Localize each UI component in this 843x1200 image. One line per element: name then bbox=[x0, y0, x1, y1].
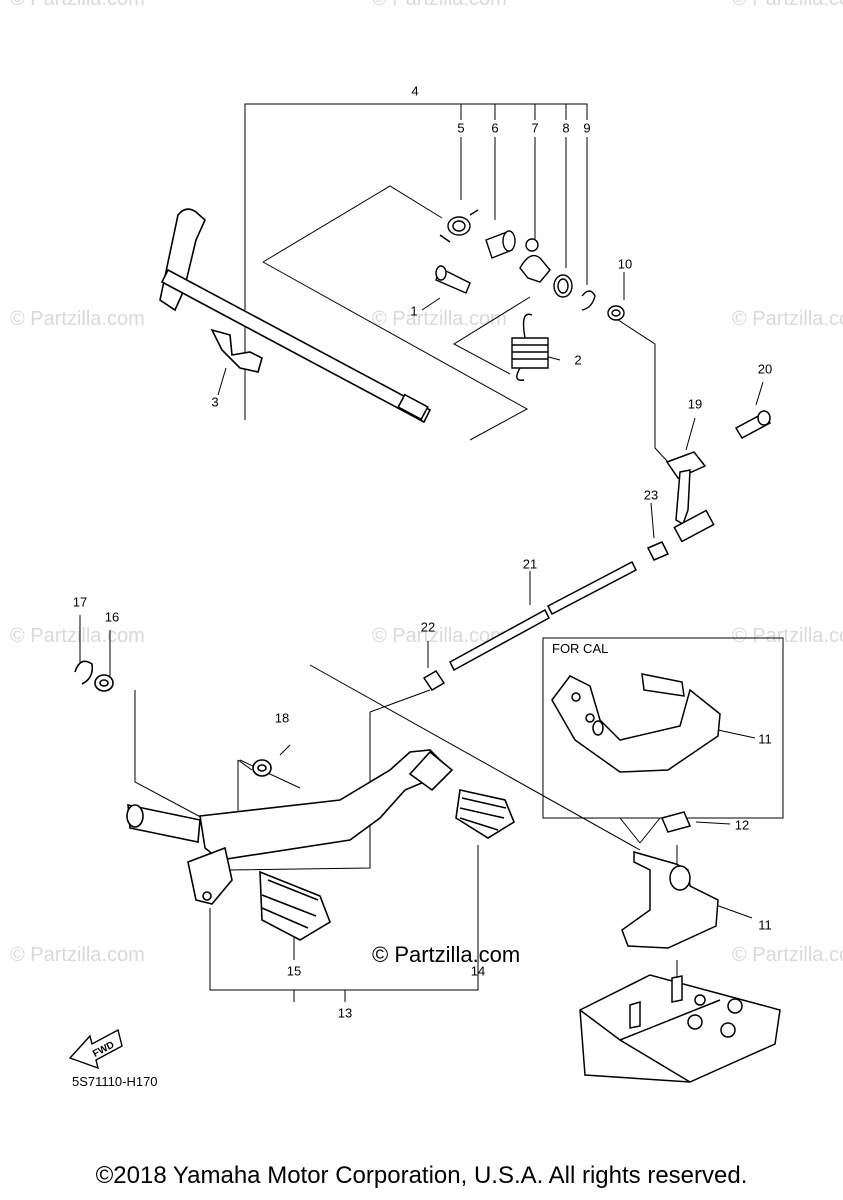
callout-6: 6 bbox=[491, 120, 499, 136]
watermark: © Partzilla.com bbox=[372, 308, 507, 330]
callout-1: 1 bbox=[410, 303, 418, 319]
callout-3: 3 bbox=[211, 394, 219, 410]
copyright-notice: ©2018 Yamaha Motor Corporation, U.S.A. A… bbox=[95, 1162, 748, 1189]
callout-14: 14 bbox=[470, 963, 486, 979]
watermark: © Partzilla.com bbox=[372, 0, 507, 11]
callout-20: 20 bbox=[757, 361, 773, 377]
fwd-arrow-icon: FWD bbox=[68, 1028, 123, 1070]
diagram-code: 5S71110-H170 bbox=[72, 1074, 158, 1089]
watermark: © Partzilla.com bbox=[732, 944, 843, 966]
callout-11: 11 bbox=[758, 917, 772, 933]
watermark: © Partzilla.com bbox=[10, 308, 145, 330]
callout-23: 23 bbox=[643, 487, 659, 503]
watermark: © Partzilla.com bbox=[10, 944, 145, 966]
callout-9: 9 bbox=[583, 120, 591, 136]
watermark: © Partzilla.com bbox=[10, 625, 145, 647]
watermark: © Partzilla.com bbox=[732, 0, 843, 11]
site-watermark: © Partzilla.com bbox=[372, 942, 521, 967]
watermark: © Partzilla.com bbox=[372, 625, 507, 647]
callout-16: 16 bbox=[104, 609, 120, 625]
watermark: © Partzilla.com bbox=[732, 308, 843, 330]
callout-2: 2 bbox=[574, 352, 582, 368]
callout-12: 12 bbox=[734, 817, 750, 833]
callout-4: 4 bbox=[411, 83, 419, 99]
callout-8: 8 bbox=[562, 120, 570, 136]
callout-15: 15 bbox=[286, 963, 302, 979]
callout-22: 22 bbox=[420, 619, 436, 635]
callout-7: 7 bbox=[531, 120, 539, 136]
inset-label: FOR CAL bbox=[552, 641, 609, 656]
callout-21: 21 bbox=[522, 556, 538, 572]
callout-5: 5 bbox=[457, 120, 465, 136]
callout-13: 13 bbox=[337, 1005, 353, 1021]
callout-11-inset: 11 bbox=[758, 731, 772, 747]
watermark: © Partzilla.com bbox=[10, 0, 145, 11]
callout-19: 19 bbox=[687, 396, 703, 412]
callout-10: 10 bbox=[617, 256, 633, 272]
callout-17: 17 bbox=[72, 594, 88, 610]
callout-18: 18 bbox=[274, 710, 290, 726]
watermark: © Partzilla.com bbox=[732, 625, 843, 647]
